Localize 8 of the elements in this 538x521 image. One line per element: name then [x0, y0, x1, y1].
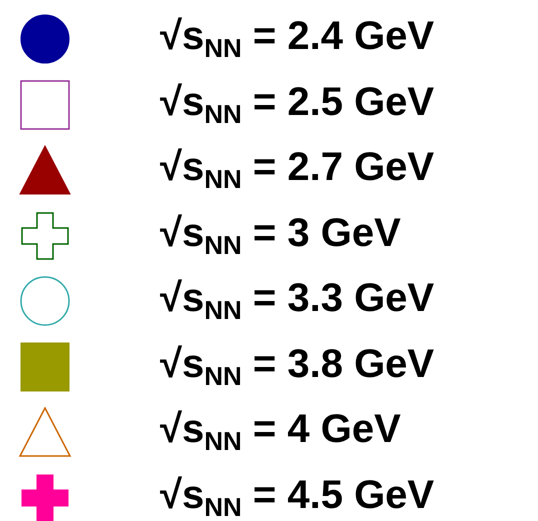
legend-label: √s$_{NN}$ = 3.8 GeV [160, 340, 434, 390]
legend-label: √s$_{NN}$ = 2.7 GeV [160, 144, 434, 193]
legend-label: √s$_{NN}$ = 4.5 GeV [160, 472, 434, 520]
legend-label: √s$_{NN}$ = 4 GeV [160, 406, 401, 455]
legend-label: √s$_{NN}$ = 2.5 GeV [160, 78, 434, 128]
legend-label: √s$_{NN}$ = 3 GeV [160, 210, 401, 258]
legend-label: √s$_{NN}$ = 3.3 GeV [160, 275, 434, 324]
legend-label: √s$_{NN}$ = 2.4 GeV [160, 13, 434, 62]
